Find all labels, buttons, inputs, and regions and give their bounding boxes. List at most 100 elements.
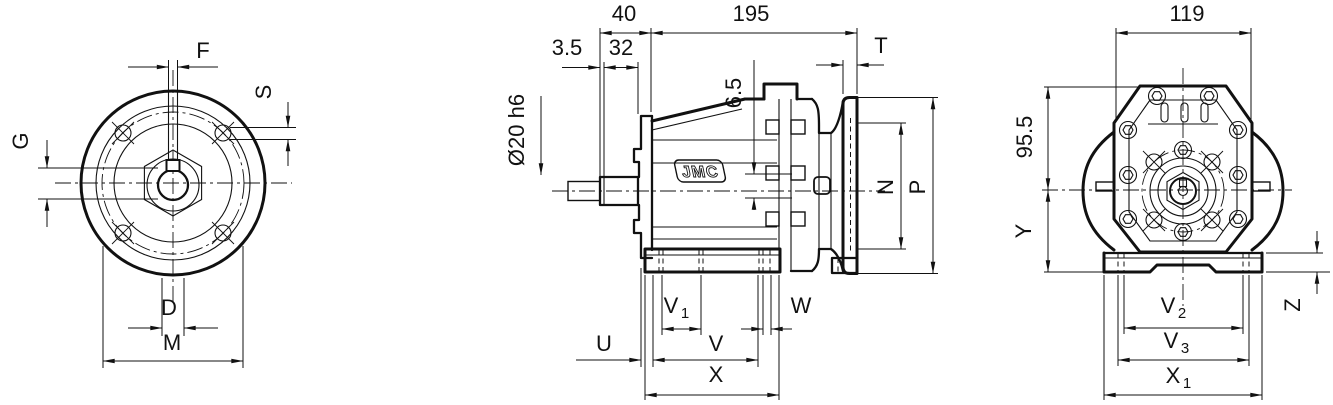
dim-x-label: X: [709, 362, 724, 387]
dim-6-5: 6.5: [721, 60, 757, 210]
dim-u: U: [576, 268, 642, 367]
dim-z-label: Z: [1280, 298, 1305, 311]
dim-shaft-dia: Ø20 h6: [504, 94, 544, 176]
dim-g: G: [8, 132, 158, 227]
dim-x1-subscript: 1: [1183, 375, 1191, 392]
clamp-claw: [1142, 150, 1166, 174]
dim-t-label: T: [874, 33, 887, 58]
body-top-slope: [650, 97, 747, 123]
flange-bolt: [765, 211, 780, 227]
dim-m: M: [102, 246, 244, 368]
flange-bolt-hole: [211, 121, 235, 145]
dim-w-label: W: [791, 293, 812, 318]
housing-bolt: [1199, 86, 1219, 106]
side-lug-left: [1095, 181, 1115, 192]
key-square: [1178, 179, 1188, 188]
clamp-claw: [1200, 150, 1224, 174]
logo-frame: [673, 159, 727, 183]
housing-bolt: [1147, 86, 1167, 106]
dim-v1: V 1: [661, 275, 702, 335]
outer-flange-circle: [79, 89, 267, 277]
dim-x1: X 1: [1103, 275, 1263, 400]
dim-f-label: F: [196, 38, 209, 63]
front-view: F S G D M: [8, 38, 296, 368]
dim-40-label: 40: [612, 1, 636, 26]
bearing-circle: [1157, 165, 1209, 217]
side-lug-right: [1251, 181, 1271, 192]
dim-z: Z: [1266, 231, 1330, 312]
dim-v1-label: V: [664, 293, 679, 318]
bell-neck-bottom: [810, 247, 845, 273]
housing-bolt: [1228, 120, 1248, 140]
dim-195-label: 195: [733, 1, 770, 26]
side-view: JMC: [504, 1, 938, 400]
dim-v3: V 3: [1117, 275, 1250, 366]
shaft-boss: [1169, 177, 1197, 205]
flange-bolt: [790, 165, 806, 181]
rear-view: 119 95.5 Y Z V 2: [1011, 1, 1330, 400]
output-shaft: [598, 175, 640, 207]
flange-bolt: [765, 165, 780, 181]
dim-v2-label: V: [1161, 293, 1176, 318]
flange-bolt-hole: [111, 121, 135, 145]
dim-v2-subscript: 2: [1178, 305, 1186, 322]
dim-g-label: G: [8, 132, 33, 149]
clamp-claw: [1200, 208, 1224, 232]
dim-32: 32: [603, 35, 639, 114]
flange-bolt: [765, 119, 780, 135]
dim-6-5-label: 6.5: [721, 78, 746, 109]
inner-flange-circle: [95, 105, 251, 261]
hub-hexagon: [143, 149, 203, 217]
flange-bolt-hole: [111, 221, 135, 245]
dim-y: Y: [1011, 189, 1104, 273]
front-plate-lower: [632, 203, 654, 260]
dim-y-label: Y: [1011, 223, 1036, 238]
inner-slope-line: [651, 108, 743, 131]
flange-bolt: [790, 119, 806, 135]
dim-n-label: N: [873, 179, 898, 195]
dim-d-label: D: [161, 295, 177, 320]
dim-40: 40: [599, 1, 652, 112]
dim-119: 119: [1115, 1, 1252, 120]
dim-3-5-label: 3.5: [552, 35, 583, 60]
dim-v3-label: V: [1164, 328, 1179, 353]
cooling-fin: [1180, 102, 1189, 123]
flange-bolt: [790, 211, 806, 227]
dim-m-label: M: [163, 330, 181, 355]
dim-v2: V 2: [1123, 275, 1244, 334]
motor-body-arc-left: [1081, 130, 1116, 252]
dim-95-5-label: 95.5: [1012, 116, 1037, 159]
housing-bolt: [1228, 165, 1248, 185]
dim-u-label: U: [596, 331, 612, 356]
foot-outline: [1102, 251, 1264, 274]
clamp-claw: [1142, 208, 1166, 232]
housing-inner-octagon: [1128, 99, 1238, 242]
shaft-dia-label: Ø20 h6: [504, 94, 529, 166]
dim-w: W: [741, 275, 812, 335]
dim-119-label: 119: [1169, 1, 1204, 26]
dim-p: P: [858, 97, 938, 274]
shaft-hexagon: [1166, 171, 1200, 211]
front-plate-upper: [632, 114, 654, 179]
dim-95-5: 95.5: [1012, 86, 1138, 191]
foot-base: [643, 247, 782, 274]
dim-x1-label: X: [1166, 363, 1181, 388]
bolt-circle: [101, 111, 245, 255]
dim-v1-subscript: 1: [681, 305, 689, 322]
keyway-notch: [165, 159, 181, 172]
dim-p-label: P: [905, 180, 930, 195]
dim-s: S: [230, 85, 296, 166]
cooling-fin: [1160, 102, 1169, 123]
dim-t: T: [816, 33, 888, 94]
dim-s-label: S: [251, 85, 276, 100]
housing-bolt: [1118, 120, 1138, 140]
logo-text: JMC: [680, 163, 721, 181]
dim-n: N: [858, 122, 906, 250]
brand-logo: JMC: [673, 159, 727, 183]
housing-bolt: [1118, 165, 1138, 185]
dim-x: X: [644, 275, 780, 400]
bell-neck-top: [810, 97, 845, 135]
clamp-bolt-circle: [1141, 149, 1225, 233]
dim-v3-subscript: 3: [1181, 340, 1189, 357]
